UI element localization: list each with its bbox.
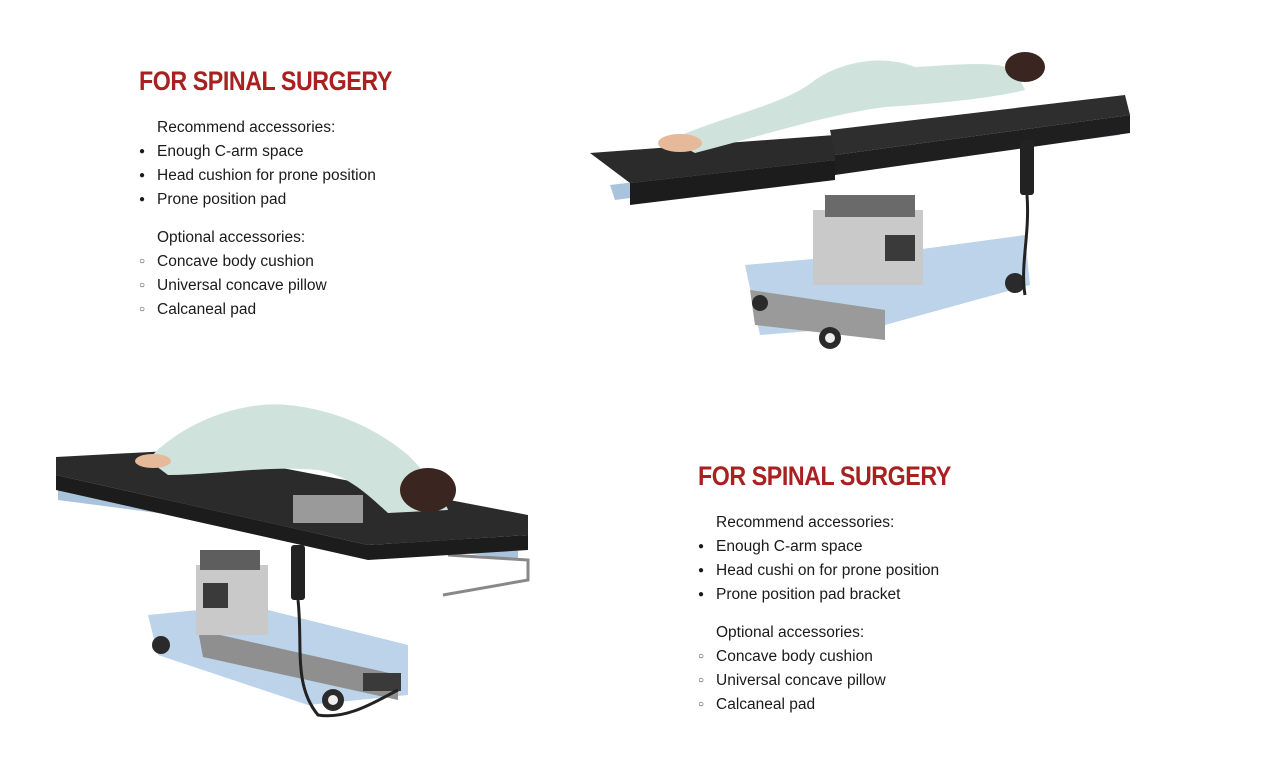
hollow-bullet-icon: ○ [139,280,146,291]
recommend-title: Recommend accessories: [716,514,895,531]
base-control-panel [363,673,401,691]
torso-pad [830,95,1130,155]
operating-table-prone-photo [590,52,1130,349]
wheel-hub [825,333,835,343]
list-item: ● Head cushi on for prone position [698,559,992,583]
side-rail [442,553,530,597]
optional-list: ○ Concave body cushion ○ Universal concave… [698,645,992,717]
item-text: Prone position pad [157,191,287,208]
hand-pendant [1020,140,1034,195]
leg-pad [590,135,835,183]
list-item: ● Head cushion for prone position [139,164,433,188]
pendant-cable [1022,194,1030,296]
item-text: Head cushi on for prone position [716,562,940,579]
filled-bullet-icon: ● [139,170,146,181]
filled-bullet-icon: ● [698,589,705,600]
item-text: Head cushion for prone position [157,167,376,184]
accessories-section-top: FOR SPINAL SURGERY Recommend accessories… [139,66,433,322]
item-text: Enough C-arm space [716,538,863,555]
item-text: Calcaneal pad [157,301,257,318]
recommend-list: ● Enough C-arm space ● Head cushion for pr… [139,140,433,212]
operating-table-kneeling-photo [56,404,530,718]
item-text: Calcaneal pad [716,696,816,713]
list-item: ● Enough C-arm space [139,140,433,164]
item-text: Universal concave pillow [716,672,886,689]
recommend-list: ● Enough C-arm space ● Head cushi on for p… [698,535,992,607]
patient-body [670,60,1025,153]
item-text: Concave body cushion [716,648,873,665]
torso-pad-side [835,115,1130,175]
list-item: ○ Calcaneal pad [139,298,433,322]
optional-title: Optional accessories: [157,229,306,246]
control-panel [885,235,915,261]
patient-hair [400,468,456,512]
patient-body [148,404,448,513]
list-item: ○ Concave body cushion [139,250,433,274]
wheel [752,295,768,311]
item-text: Concave body cushion [157,253,314,270]
list-item: ● Prone position pad bracket [698,583,992,607]
filled-bullet-icon: ● [139,194,146,205]
hand-pendant [291,545,305,600]
accessories-section-bottom: FOR SPINAL SURGERY Recommend accessories… [698,461,992,717]
optional-list: ○ Concave body cushion ○ Universal concave… [139,250,433,322]
pendant-cable [296,599,399,718]
patient-feet [135,454,171,468]
section-heading: FOR SPINAL SURGERY [139,66,392,96]
filled-bullet-icon: ● [139,146,146,157]
patient-feet [658,134,702,152]
wheel-hub [328,695,338,705]
filled-bullet-icon: ● [698,565,705,576]
column-bellows [825,195,915,217]
wheel [152,636,170,654]
hollow-bullet-icon: ○ [139,304,146,315]
section-heading: FOR SPINAL SURGERY [698,461,951,491]
leg-pad-side [630,160,835,205]
list-item: ○ Concave body cushion [698,645,992,669]
wheel [1005,273,1025,293]
recommend-title: Recommend accessories: [157,119,336,136]
item-text: Enough C-arm space [157,143,304,160]
hollow-bullet-icon: ○ [698,699,705,710]
column-bellows [200,550,260,570]
table-pad-side [56,475,528,560]
filled-bullet-icon: ● [698,541,705,552]
optional-title: Optional accessories: [716,624,865,641]
list-item: ○ Calcaneal pad [698,693,992,717]
list-item: ○ Universal concave pillow [698,669,992,693]
item-text: Universal concave pillow [157,277,327,294]
base-side [750,290,885,340]
hollow-bullet-icon: ○ [139,256,146,267]
patient-hair [1005,52,1045,82]
hollow-bullet-icon: ○ [698,675,705,686]
list-item: ● Enough C-arm space [698,535,992,559]
control-panel [203,583,228,608]
hollow-bullet-icon: ○ [698,651,705,662]
base-side [198,630,398,700]
spinal-support-frame [293,495,363,523]
list-item: ○ Universal concave pillow [139,274,433,298]
list-item: ● Prone position pad [139,188,433,212]
item-text: Prone position pad bracket [716,586,901,603]
